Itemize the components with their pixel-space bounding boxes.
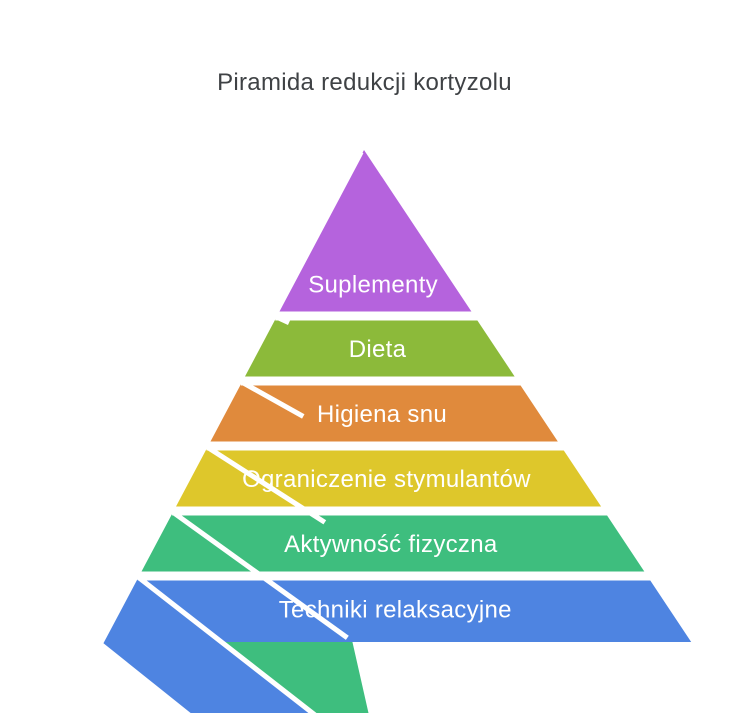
pyramid-level-1-label: Suplementy xyxy=(308,272,438,299)
facet-separator xyxy=(168,508,349,640)
pyramid-level-5-segment xyxy=(138,511,648,576)
pyramid-level-3-label: Higiena snu xyxy=(317,401,447,428)
pyramid-level-5-label: Aktywność fizyczna xyxy=(284,531,498,558)
pyramid-level-6-segment xyxy=(103,576,692,642)
pyramid-level-3-segment xyxy=(207,381,561,446)
chart-title: Piramida redukcji kortyzolu xyxy=(217,69,512,96)
facet-separator xyxy=(272,313,291,326)
pyramid-level-6-label: Techniki relaksacyjne xyxy=(279,597,512,624)
facet-separator xyxy=(134,573,317,713)
pyramid-level-1-segment xyxy=(276,150,475,316)
facet-cut-separator xyxy=(97,150,364,646)
facet-separator xyxy=(237,378,305,419)
pyramid-level-2-label: Dieta xyxy=(349,336,407,363)
facet-separator xyxy=(203,443,327,525)
pyramid-level-2-segment xyxy=(241,316,518,381)
pyramid-level-4-label: Ograniczenie stymulantów xyxy=(242,466,531,493)
